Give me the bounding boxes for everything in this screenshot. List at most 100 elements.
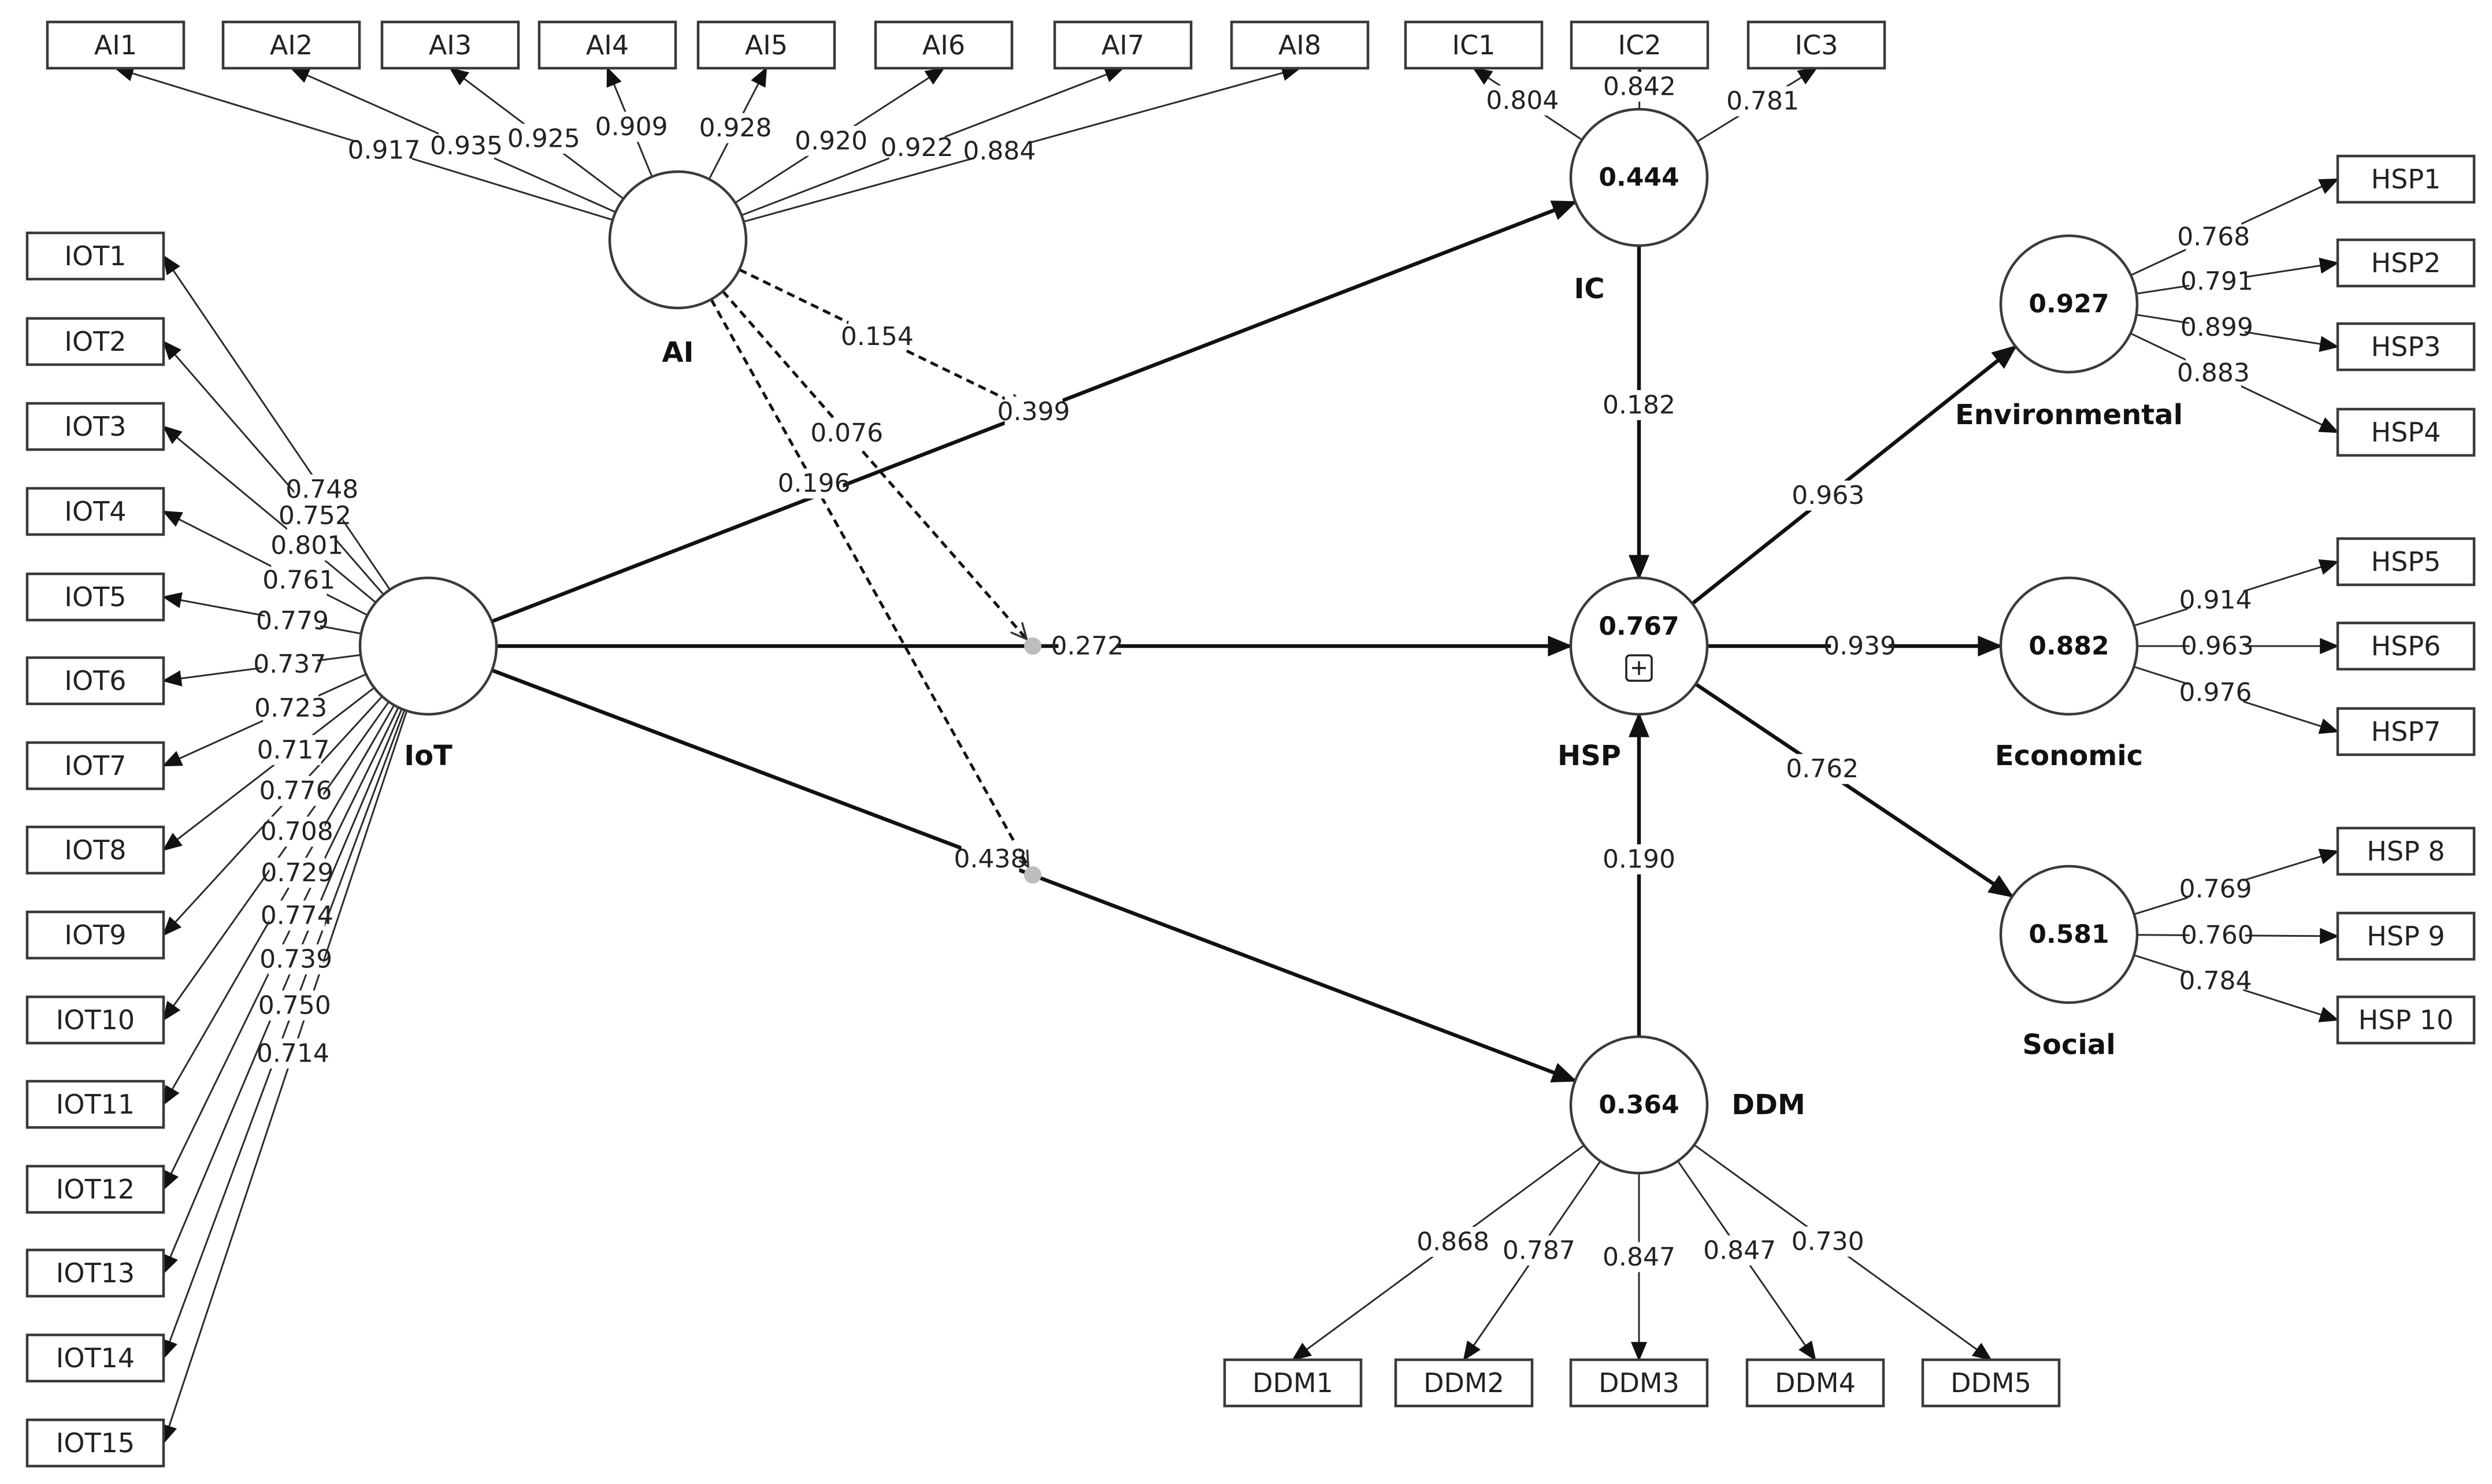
loading-label-iot4-bg: [271, 565, 327, 596]
indicator-box-hsp8[interactable]: [2336, 826, 2476, 876]
indicator-label-hsp3: HSP3: [2371, 331, 2441, 362]
loading-label-hsp8: 0.769: [2179, 874, 2252, 904]
indicator-box-ai6[interactable]: [874, 20, 1014, 70]
indicator-box-iot10[interactable]: [25, 995, 165, 1045]
loading-label-hsp1: 0.768: [2177, 221, 2250, 252]
indicator-box-hsp2[interactable]: [2336, 238, 2476, 288]
indicator-box-ic3[interactable]: [1746, 20, 1886, 70]
path-coef-ddm-hsp-bg: [1610, 844, 1668, 875]
indicator-box-ai4[interactable]: [537, 20, 677, 70]
indicator-box-hsp6[interactable]: [2336, 621, 2476, 671]
indicator-box-iot5[interactable]: [25, 572, 165, 622]
loading-label-ai8-bg: [971, 136, 1028, 166]
indicator-label-iot15: IOT15: [56, 1427, 135, 1459]
loading-label-iot14-bg: [266, 990, 322, 1021]
latent-circle-ddm[interactable]: [1569, 1035, 1709, 1175]
indicator-box-hsp1[interactable]: [2336, 154, 2476, 204]
indicator-box-ic1[interactable]: [1404, 20, 1544, 70]
indicator-label-hsp10: HSP 10: [2358, 1004, 2454, 1036]
indicator-box-hsp4[interactable]: [2336, 407, 2476, 457]
indicator-box-iot1[interactable]: [25, 231, 165, 281]
moderation-coef-ai-mod-ddm-text: 0.196: [778, 469, 851, 498]
path-coef-hsp-eco-text: 0.939: [1823, 632, 1896, 661]
indicator-box-iot8[interactable]: [25, 825, 165, 875]
latent-circle-env[interactable]: [1999, 234, 2139, 374]
loading-line-iot2: [162, 340, 384, 595]
indicator-box-iot3[interactable]: [25, 402, 165, 451]
loading-label-iot2-text: 0.752: [279, 501, 351, 530]
indicator-box-iot9[interactable]: [25, 910, 165, 960]
indicator-box-ddm3[interactable]: [1569, 1358, 1709, 1408]
latent-circle-iot[interactable]: [358, 576, 498, 716]
loading-label-iot3: 0.801: [270, 530, 343, 561]
indicator-box-iot15[interactable]: [25, 1418, 165, 1468]
latent-circle-ic[interactable]: [1569, 107, 1709, 247]
loading-label-iot11-text: 0.729: [261, 858, 333, 888]
indicator-box-hsp5[interactable]: [2336, 537, 2476, 587]
loading-label-iot6-text: 0.737: [253, 650, 326, 679]
indicator-box-ai2[interactable]: [221, 20, 361, 70]
indicator-box-iot13[interactable]: [25, 1248, 165, 1298]
latent-circle-soc[interactable]: [1999, 865, 2139, 1004]
indicator-box-ddm5[interactable]: [1921, 1358, 2061, 1408]
loading-label-hsp3-bg: [2189, 312, 2245, 343]
moderation-point-ai-mod-hsp: [1024, 637, 1041, 655]
indicator-label-iot7: IOT7: [64, 750, 126, 781]
latent-label-ic: IC: [1574, 273, 1604, 305]
indicator-box-iot7[interactable]: [25, 741, 165, 791]
path-coef-iot-hsp: 0.272: [1051, 631, 1123, 661]
path-coef-hsp-env-bg: [1799, 480, 1857, 511]
indicator-label-iot5: IOT5: [64, 581, 126, 613]
indicator-box-ai7[interactable]: [1053, 20, 1193, 70]
moderation-coef-ai-mod-ddm: 0.196: [778, 468, 851, 499]
indicator-box-iot12[interactable]: [25, 1164, 165, 1214]
indicator-box-ai8[interactable]: [1230, 20, 1370, 70]
loading-label-ddm4-bg: [1712, 1235, 1768, 1266]
indicator-label-hsp9: HSP 9: [2367, 921, 2445, 952]
loading-label-ddm3-text: 0.847: [1603, 1242, 1675, 1272]
indicator-box-iot14[interactable]: [25, 1333, 165, 1383]
indicator-box-iot6[interactable]: [25, 656, 165, 706]
latent-r2-ddm: 0.364: [1599, 1090, 1679, 1120]
indicator-box-ddm2[interactable]: [1394, 1358, 1534, 1408]
loading-label-ddm5: 0.730: [1792, 1226, 1864, 1257]
indicator-box-hsp10[interactable]: [2336, 995, 2476, 1045]
latent-circle-eco[interactable]: [1999, 576, 2139, 716]
indicator-label-ic1: IC1: [1452, 29, 1496, 61]
indicator-box-hsp7[interactable]: [2336, 707, 2476, 756]
loading-label-ai8-text: 0.884: [963, 136, 1036, 166]
indicator-box-ddm1[interactable]: [1223, 1358, 1363, 1408]
latent-label-env: Environmental: [1955, 399, 2183, 431]
latent-circle-hsp[interactable]: [1569, 576, 1709, 716]
indicator-box-iot2[interactable]: [25, 317, 165, 366]
path-coef-hsp-soc-text: 0.762: [1786, 754, 1859, 784]
indicator-box-iot11[interactable]: [25, 1079, 165, 1129]
expand-icon[interactable]: [1625, 654, 1653, 682]
loading-label-iot2-bg: [287, 500, 343, 531]
loading-label-iot4-text: 0.761: [262, 566, 335, 595]
path-coef-iot-ic: 0.399: [997, 396, 1070, 427]
indicator-box-ai1[interactable]: [46, 20, 186, 70]
path-coef-ic-hsp: 0.182: [1603, 390, 1675, 420]
loading-label-ddm4-text: 0.847: [1703, 1236, 1776, 1265]
indicator-box-iot4[interactable]: [25, 487, 165, 536]
latent-label-ai: AI: [662, 336, 694, 369]
indicator-box-hsp3[interactable]: [2336, 322, 2476, 372]
loading-label-ic2-bg: [1611, 71, 1667, 102]
indicator-label-ai1: AI1: [94, 29, 137, 61]
indicator-box-ddm4[interactable]: [1745, 1358, 1885, 1408]
indicator-label-ddm1: DDM1: [1252, 1367, 1333, 1398]
indicator-box-ai5[interactable]: [696, 20, 836, 70]
indicator-box-ic2[interactable]: [1570, 20, 1709, 70]
indicator-box-hsp9[interactable]: [2336, 911, 2476, 961]
loading-label-hsp1-text: 0.768: [2177, 222, 2250, 251]
loading-label-hsp6: 0.963: [2181, 631, 2254, 661]
loading-label-iot1: 0.748: [285, 474, 358, 505]
latent-r2-eco: 0.882: [2029, 632, 2109, 661]
latent-label-ddm: DDM: [1731, 1089, 1805, 1121]
loading-label-ai7-text: 0.922: [881, 133, 954, 162]
indicator-box-ai3[interactable]: [380, 20, 520, 70]
latent-circle-ai[interactable]: [608, 170, 748, 310]
indicator-label-ai4: AI4: [586, 29, 629, 61]
path-coef-hsp-eco-bg: [1831, 631, 1889, 661]
